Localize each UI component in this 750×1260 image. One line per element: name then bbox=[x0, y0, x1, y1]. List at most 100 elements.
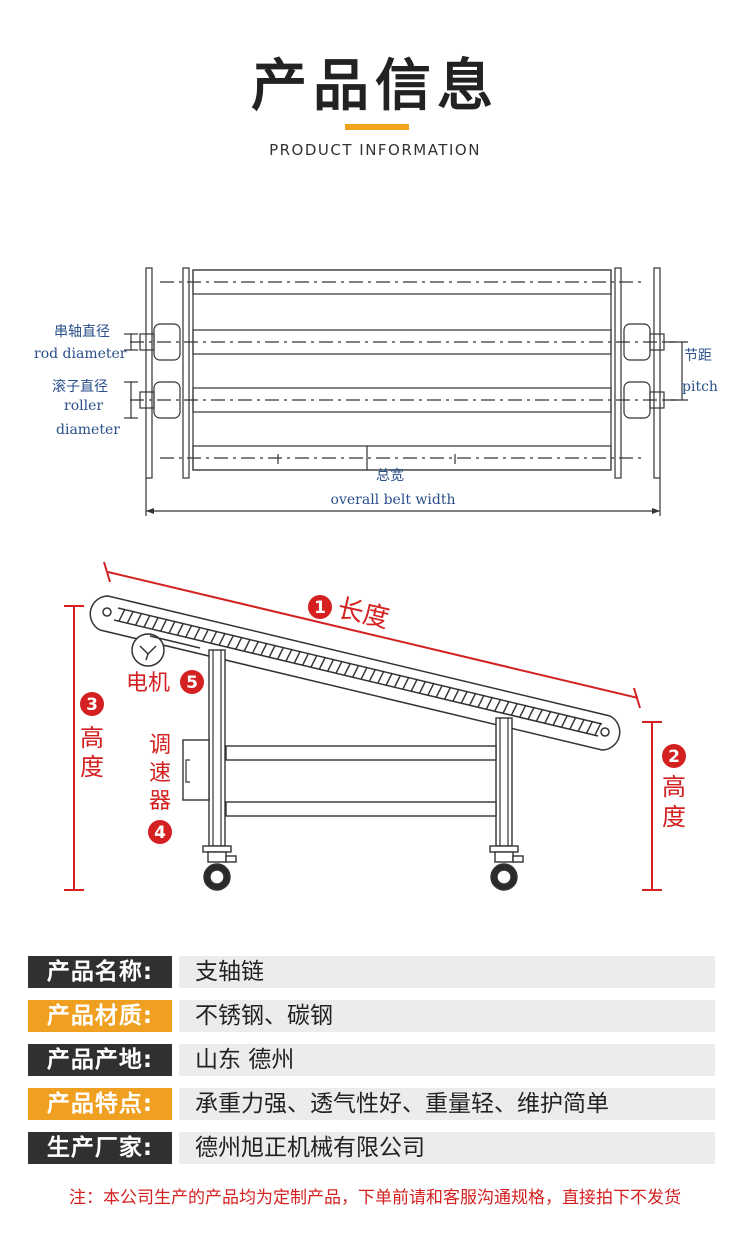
belt-slat bbox=[544, 710, 552, 724]
belt-slat bbox=[118, 608, 126, 622]
belt-slat bbox=[210, 630, 218, 644]
belt-slat bbox=[377, 670, 385, 684]
svg-text:度: 度 bbox=[80, 753, 104, 781]
caster-wheels bbox=[202, 845, 524, 891]
belt-slat bbox=[519, 704, 527, 718]
belt-slat bbox=[185, 624, 193, 638]
belt-slat bbox=[444, 686, 452, 700]
svg-text:电机: 电机 bbox=[126, 671, 170, 696]
belt-slat bbox=[226, 634, 235, 648]
belt-slat bbox=[327, 658, 335, 672]
belt-slat bbox=[293, 650, 301, 664]
belt-slat bbox=[368, 668, 377, 682]
motor-icon bbox=[131, 633, 201, 667]
belt-slat bbox=[343, 662, 352, 676]
info-label: 产品产地: bbox=[28, 1044, 172, 1076]
svg-text:4: 4 bbox=[154, 823, 166, 843]
side-view-diagram: 1 长度 2 高 度 3 高 度 调 速 器 4 电机 5 bbox=[64, 561, 686, 891]
svg-text:高: 高 bbox=[662, 773, 686, 801]
svg-text:1: 1 bbox=[314, 598, 326, 618]
belt-slat bbox=[435, 684, 443, 698]
belt-slat bbox=[176, 622, 185, 636]
belt-slat bbox=[260, 642, 268, 656]
overall-width-cn: 总宽 bbox=[376, 467, 404, 484]
info-row-manufacturer: 生产厂家: 德州旭正机械有限公司 bbox=[28, 1132, 718, 1164]
info-row-name: 产品名称: 支轴链 bbox=[28, 956, 718, 988]
svg-text:速: 速 bbox=[149, 761, 171, 786]
belt-slat bbox=[502, 700, 510, 714]
height-left-callout: 3 高 度 bbox=[80, 692, 104, 781]
belt-slat bbox=[218, 632, 226, 646]
info-value: 支轴链 bbox=[179, 956, 715, 988]
belt-slat bbox=[460, 690, 469, 704]
belt-slat bbox=[160, 618, 168, 632]
info-row-origin: 产品产地: 山东 德州 bbox=[28, 1044, 718, 1076]
info-label: 产品名称: bbox=[28, 956, 172, 988]
header: 产品信息 PRODUCT INFORMATION bbox=[0, 0, 750, 170]
belt-slat bbox=[168, 620, 176, 634]
title-underline bbox=[345, 124, 409, 130]
info-value: 不锈钢、碳钢 bbox=[179, 1000, 715, 1032]
info-row-features: 产品特点: 承重力强、透气性好、重量轻、维护简单 bbox=[28, 1088, 718, 1120]
belt-slat bbox=[485, 696, 494, 710]
belt-slat bbox=[535, 708, 544, 722]
overall-width-en: overall belt width bbox=[331, 492, 456, 508]
svg-text:2: 2 bbox=[668, 747, 680, 767]
height-right-callout: 2 高 度 bbox=[662, 744, 686, 831]
svg-text:调: 调 bbox=[149, 733, 171, 758]
belt-slat bbox=[427, 682, 435, 696]
speed-controller-callout: 调 速 器 4 bbox=[148, 733, 172, 844]
svg-text:3: 3 bbox=[86, 695, 98, 715]
belt-slat bbox=[143, 614, 151, 628]
belt-slat bbox=[393, 674, 402, 688]
belt-slat bbox=[360, 666, 368, 680]
belt-slat bbox=[352, 664, 360, 678]
belt-slat bbox=[302, 652, 310, 666]
motor-callout: 电机 5 bbox=[126, 670, 204, 696]
belt-slat bbox=[469, 692, 477, 706]
length-callout: 1 长度 bbox=[308, 594, 392, 635]
belt-slat bbox=[552, 712, 560, 726]
belt-slat bbox=[310, 654, 318, 668]
page-title: 产品信息 bbox=[251, 54, 499, 119]
belt-slat bbox=[560, 714, 569, 728]
belt-slat bbox=[151, 616, 160, 630]
belt-slat bbox=[569, 716, 577, 730]
info-label: 产品特点: bbox=[28, 1088, 172, 1120]
belt-slat bbox=[135, 612, 143, 626]
belt-slat bbox=[251, 640, 260, 654]
belt-slat bbox=[385, 672, 393, 686]
belt-slat bbox=[243, 638, 251, 652]
belt-slat bbox=[594, 722, 602, 736]
belt-slat bbox=[277, 646, 285, 660]
belt-slat bbox=[452, 688, 460, 702]
svg-text:高: 高 bbox=[80, 724, 104, 752]
info-value: 德州旭正机械有限公司 bbox=[179, 1132, 715, 1164]
belt-slat bbox=[335, 660, 343, 674]
belt-slat bbox=[577, 718, 585, 732]
top-view-diagram: 串轴直径 rod diameter 滚子直径 roller diameter 节… bbox=[34, 267, 718, 516]
roller-diameter-cn: 滚子直径 bbox=[52, 378, 108, 395]
belt-slat bbox=[126, 610, 134, 624]
page-subtitle: PRODUCT INFORMATION bbox=[269, 141, 481, 159]
belt-slat bbox=[235, 636, 243, 650]
belt-slat bbox=[586, 720, 594, 734]
belt-slat bbox=[193, 626, 201, 640]
info-value: 承重力强、透气性好、重量轻、维护简单 bbox=[179, 1088, 715, 1120]
belt-slat bbox=[494, 698, 502, 712]
info-label: 产品材质: bbox=[28, 1000, 172, 1032]
belt-slat bbox=[410, 678, 418, 692]
custom-order-note: 注：本公司生产的产品均为定制产品，下单前请和客服沟通规格，直接拍下不发货 bbox=[69, 1188, 681, 1208]
svg-text:度: 度 bbox=[662, 803, 686, 831]
svg-text:5: 5 bbox=[186, 673, 198, 693]
info-value: 山东 德州 bbox=[179, 1044, 715, 1076]
info-label: 生产厂家: bbox=[28, 1132, 172, 1164]
belt-slat bbox=[285, 648, 293, 662]
pitch-en: pitch bbox=[682, 379, 718, 395]
rod-diameter-cn: 串轴直径 bbox=[54, 323, 110, 340]
belt-slat bbox=[201, 628, 210, 642]
diameter-en: diameter bbox=[56, 422, 120, 438]
pitch-cn: 节距 bbox=[684, 348, 712, 364]
rod-diameter-en: rod diameter bbox=[34, 346, 127, 362]
belt-slat bbox=[510, 702, 519, 716]
